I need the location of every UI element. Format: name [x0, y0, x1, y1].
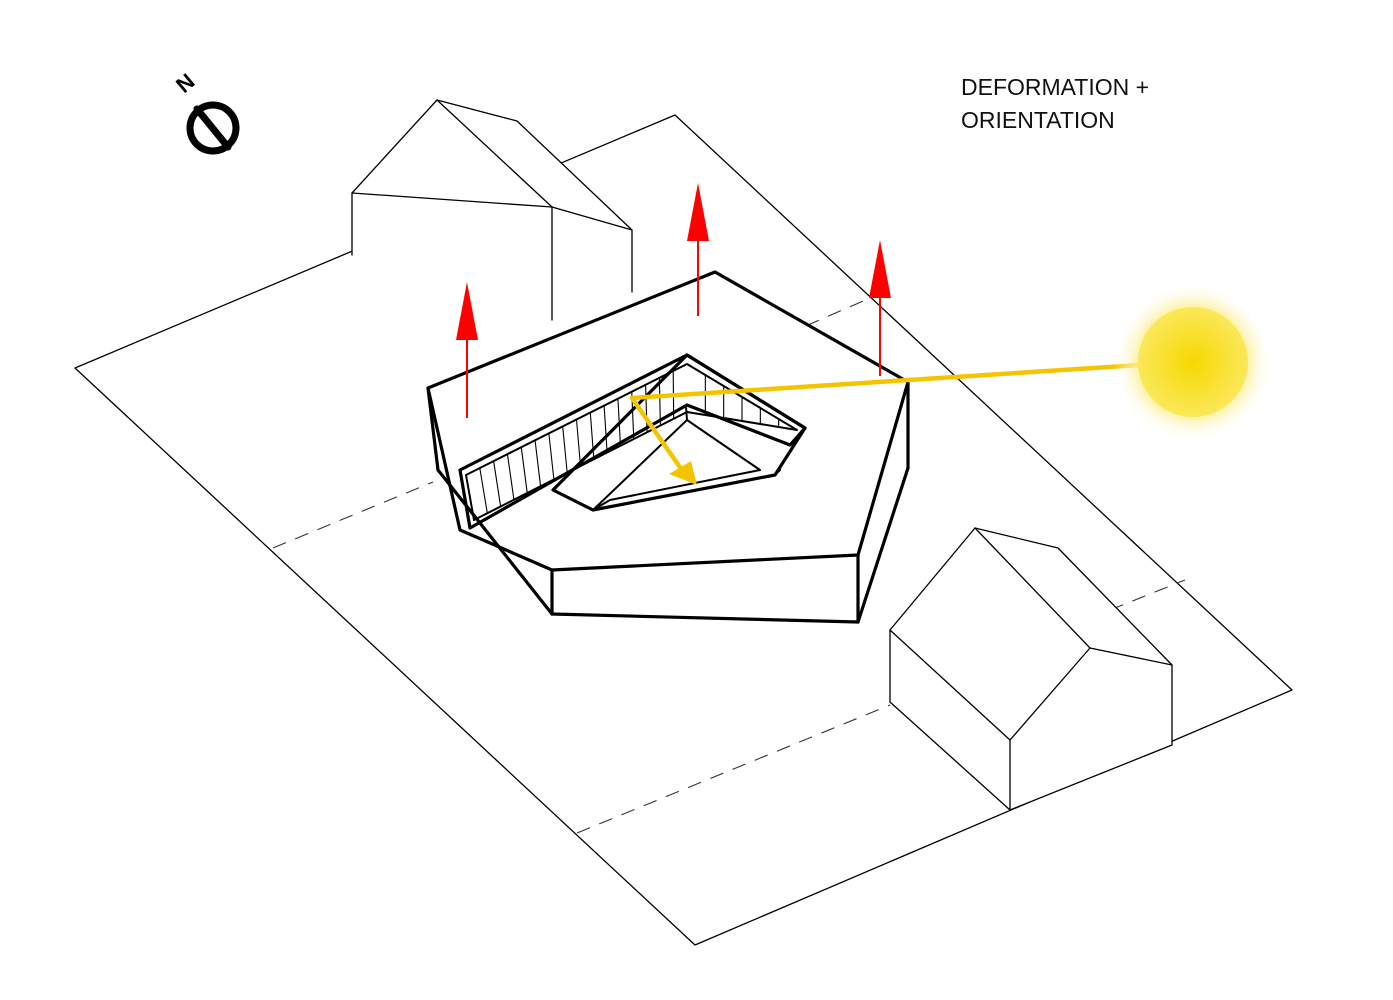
neighbour-house-south: [889, 527, 1173, 811]
facade-slat: [603, 405, 608, 453]
lift-arrow-icon-left: [456, 282, 478, 418]
diagram-title: DEFORMATION + ORIENTATION: [961, 74, 1149, 133]
lift-arrow-icon-right: [869, 240, 891, 376]
setback-line-bottom: [576, 704, 891, 834]
slatted-facade: [458, 353, 807, 530]
title-line-2: ORIENTATION: [961, 107, 1115, 133]
facade-slat: [562, 426, 568, 473]
setback-line-top: [761, 297, 871, 346]
facade-slat: [575, 419, 582, 467]
neighbour-house-north: [351, 99, 633, 321]
setback-line-right: [1109, 579, 1186, 611]
facade-slat: [548, 433, 555, 480]
facade-slat: [617, 398, 621, 446]
facade-slat: [479, 467, 488, 514]
setback-line-left: [272, 481, 434, 549]
north-label: N: [171, 68, 199, 97]
sun-ray-icon: [629, 362, 1141, 485]
facade-slat: [534, 440, 542, 487]
building-edge-west: [426, 386, 440, 472]
lift-arrow-icon-center: [687, 183, 709, 316]
facade-slat: [645, 384, 648, 433]
facade-slat: [520, 447, 528, 494]
north-arrow-icon: N: [171, 68, 240, 155]
facade-slat: [589, 412, 595, 460]
sun-icon: [1113, 282, 1273, 442]
title-line-1: DEFORMATION +: [961, 74, 1149, 100]
facade-slat: [658, 377, 661, 426]
facade-slat: [493, 461, 502, 507]
facade-slat: [506, 454, 515, 500]
